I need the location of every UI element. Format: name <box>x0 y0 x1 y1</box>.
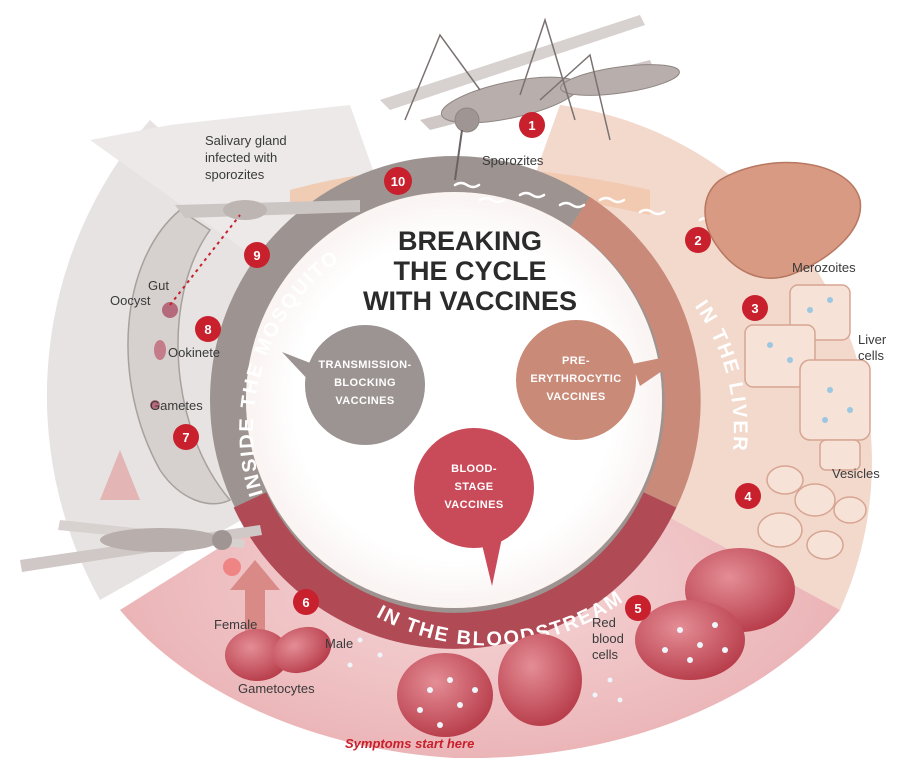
red-blood-cells-illustration <box>225 548 795 737</box>
step-4-number: 4 <box>744 489 752 504</box>
step-badge-4: 4 <box>735 483 761 509</box>
gametocytes-label: Gametocytes <box>238 681 315 696</box>
ookinete-label: Ookinete <box>168 345 220 360</box>
transmission-blocking-bubble: TRANSMISSION- BLOCKING VACCINES <box>282 325 425 445</box>
male-label: Male <box>325 636 353 651</box>
step-badge-5: 5 <box>625 595 651 621</box>
step-10-number: 10 <box>391 174 405 189</box>
vesicles-illustration <box>757 465 867 560</box>
liver-cells-illustration <box>744 284 871 471</box>
rbc-label-3: cells <box>592 647 619 662</box>
title-line-3: WITH VACCINES <box>363 286 577 316</box>
merozoites-label: Merozoites <box>792 260 856 275</box>
blood-bubble-line-2: STAGE <box>454 481 493 493</box>
step-badge-3: 3 <box>742 295 768 321</box>
mosquito-top-illustration <box>380 15 680 181</box>
step-3-number: 3 <box>751 301 758 316</box>
step-1-number: 1 <box>528 118 535 133</box>
pre-erythrocytic-bubble: PRE- ERYTHROCYTIC VACCINES <box>516 320 690 440</box>
female-label: Female <box>214 617 257 632</box>
salivary-line-2: infected with <box>205 150 277 165</box>
step-2-number: 2 <box>694 233 701 248</box>
blood-bubble-line-3: VACCINES <box>444 499 503 511</box>
transmission-bubble-line-2: BLOCKING <box>334 377 396 389</box>
title-line-2: THE CYCLE <box>393 256 546 286</box>
liver-illustration <box>704 161 862 279</box>
blood-stage-bubble: BLOOD- STAGE VACCINES <box>414 428 534 586</box>
step-badge-6: 6 <box>293 589 319 615</box>
step-badge-8: 8 <box>195 316 221 342</box>
pre-bubble-line-2: ERYTHROCYTIC <box>530 373 621 385</box>
step-badge-9: 9 <box>244 242 270 268</box>
liver-cells-label-2: cells <box>858 348 885 363</box>
salivary-line-1: Salivary gland <box>205 133 287 148</box>
page-title: BREAKING THE CYCLE WITH VACCINES <box>363 226 577 316</box>
oocyst-label: Oocyst <box>110 293 151 308</box>
step-badge-7: 7 <box>173 424 199 450</box>
mosquito-bottom-illustration <box>20 520 280 640</box>
step-6-number: 6 <box>302 595 309 610</box>
salivary-line-3: sporozites <box>205 167 265 182</box>
step-badge-1: 1 <box>519 112 545 138</box>
step-8-number: 8 <box>204 322 211 337</box>
blood-bubble-line-1: BLOOD- <box>451 463 497 475</box>
step-badge-2: 2 <box>685 227 711 253</box>
step-9-number: 9 <box>253 248 260 263</box>
rbc-label-1: Red <box>592 615 616 630</box>
pre-bubble-line-3: VACCINES <box>546 391 605 403</box>
vesicles-label: Vesicles <box>832 466 880 481</box>
step-7-number: 7 <box>182 430 189 445</box>
rbc-label-2: blood <box>592 631 624 646</box>
gametes-label: Gametes <box>150 398 203 413</box>
liver-cells-label-1: Liver <box>858 332 887 347</box>
salivary-gland-label: Salivary gland infected with sporozites <box>205 133 287 182</box>
mosquito-gut-illustration <box>100 200 360 505</box>
cycle-ring <box>210 156 701 649</box>
step-5-number: 5 <box>634 601 641 616</box>
transmission-bubble-line-3: VACCINES <box>335 395 394 407</box>
sporozites-label: Sporozites <box>482 153 544 168</box>
transmission-bubble-line-1: TRANSMISSION- <box>318 359 411 371</box>
step-badge-10: 10 <box>384 167 412 195</box>
pre-bubble-line-1: PRE- <box>562 355 590 367</box>
title-line-1: BREAKING <box>398 226 542 256</box>
merozoite-dots <box>347 622 728 728</box>
gut-label: Gut <box>148 278 169 293</box>
symptoms-label: Symptoms start here <box>345 736 474 751</box>
